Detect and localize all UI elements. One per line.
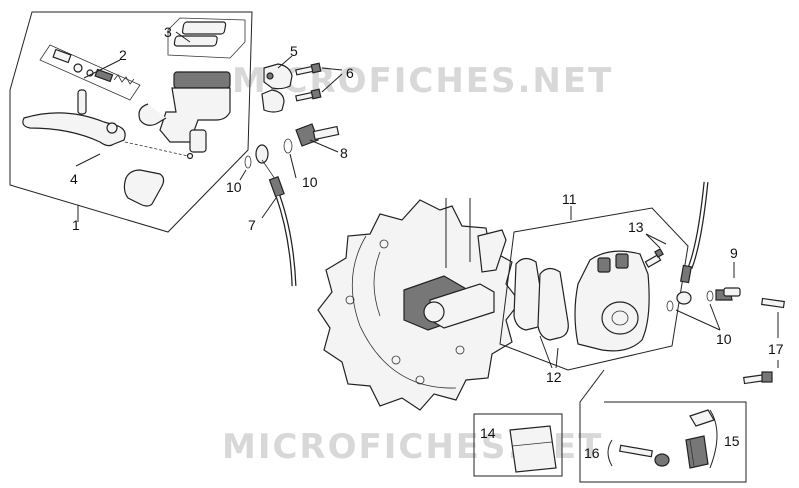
- clamp-bolts: [295, 62, 343, 102]
- watermark-top: MICROFICHES.NET: [232, 61, 613, 101]
- callout-10b: 10: [302, 174, 318, 190]
- master-cylinder-group: [9, 11, 253, 233]
- kit-box-14: [473, 413, 563, 477]
- fork-leg: [403, 198, 507, 331]
- callout-16: 16: [584, 445, 600, 461]
- callout-6: 6: [346, 65, 354, 81]
- bleeder-valve: [644, 233, 667, 268]
- sealing-washers-top: [239, 138, 297, 181]
- callout-1: 1: [72, 217, 80, 233]
- group-box-11: [499, 207, 689, 371]
- master-cylinder-body: [138, 71, 231, 153]
- brake-lever: [22, 89, 194, 207]
- callout-7: 7: [248, 217, 256, 233]
- callout-9: 9: [730, 245, 738, 261]
- callout-11: 11: [562, 191, 577, 207]
- callout-15: 15: [724, 433, 740, 449]
- callout-10c: 10: [716, 331, 732, 347]
- callout-10a: 10: [226, 179, 242, 195]
- caliper-body: [574, 250, 650, 352]
- brake-hose: [255, 144, 297, 287]
- handlebar-clamp: [261, 55, 293, 113]
- caliper-hose: [666, 181, 741, 331]
- group-box-1: [9, 11, 253, 233]
- kit-box-15-16: [579, 369, 747, 483]
- callout-12: 12: [546, 369, 562, 385]
- reservoir-cap: [167, 17, 246, 59]
- banjo-bolt-top: [295, 123, 340, 153]
- piston-kit: [39, 44, 141, 101]
- callout-3: 3: [164, 24, 172, 40]
- callout-8: 8: [340, 145, 348, 161]
- callout-14: 14: [480, 425, 496, 441]
- callout-13: 13: [628, 219, 644, 235]
- callout-17: 17: [768, 341, 784, 357]
- caliper-group: [499, 206, 689, 371]
- callout-2: 2: [119, 47, 127, 63]
- callout-4: 4: [70, 171, 78, 187]
- brake-pads: [513, 257, 569, 369]
- callout-5: 5: [290, 43, 298, 59]
- caliper-mount-bolts: [743, 297, 785, 385]
